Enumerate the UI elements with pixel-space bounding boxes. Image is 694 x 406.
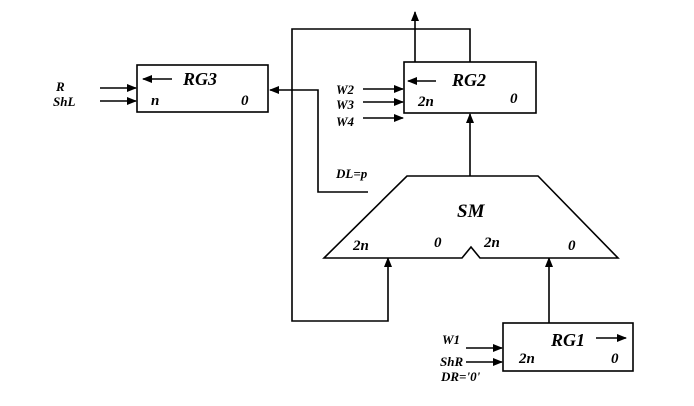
rg3-name: RG3: [182, 69, 217, 89]
rg3-input-r-label: R: [55, 79, 65, 94]
feedback-wire: [291, 28, 471, 322]
rg1-dr-label: DR='0': [440, 369, 481, 384]
rg2-block: RG2 2n 0: [403, 61, 537, 114]
rg1-block: RG1 2n 0: [502, 322, 634, 372]
rg1-name: RG1: [550, 330, 585, 350]
rg3-lsb-label: 0: [241, 93, 249, 109]
rg2-name: RG2: [451, 70, 486, 90]
rg2-msb-label: 2n: [417, 94, 434, 110]
sm-block: SM 2n 0 2n 0: [322, 175, 620, 259]
rg2-input-w4-label: W4: [336, 114, 355, 129]
rg1-input-shr-label: ShR: [440, 354, 463, 369]
dl-label: DL=p: [335, 166, 368, 181]
rg2-input-w3-label: W3: [336, 97, 355, 112]
sm-right-msb-label: 2n: [483, 235, 500, 251]
dl-bus-wire: [269, 86, 368, 193]
rg1-msb-label: 2n: [518, 351, 535, 367]
sm-left-lsb-label: 0: [434, 235, 442, 251]
rg3-msb-label: n: [151, 93, 159, 109]
rg1-lsb-label: 0: [611, 351, 619, 367]
rg2-lsb-label: 0: [510, 91, 518, 107]
sm-right-lsb-label: 0: [568, 238, 576, 254]
rg2-input-w2-label: W2: [336, 82, 355, 97]
rg1-input-w1-label: W1: [442, 332, 460, 347]
sm-left-msb-label: 2n: [352, 238, 369, 254]
rg3-input-shl-label: ShL: [53, 94, 75, 109]
sm-name: SM: [457, 201, 486, 222]
rg3-block: RG3 n 0: [136, 64, 269, 113]
